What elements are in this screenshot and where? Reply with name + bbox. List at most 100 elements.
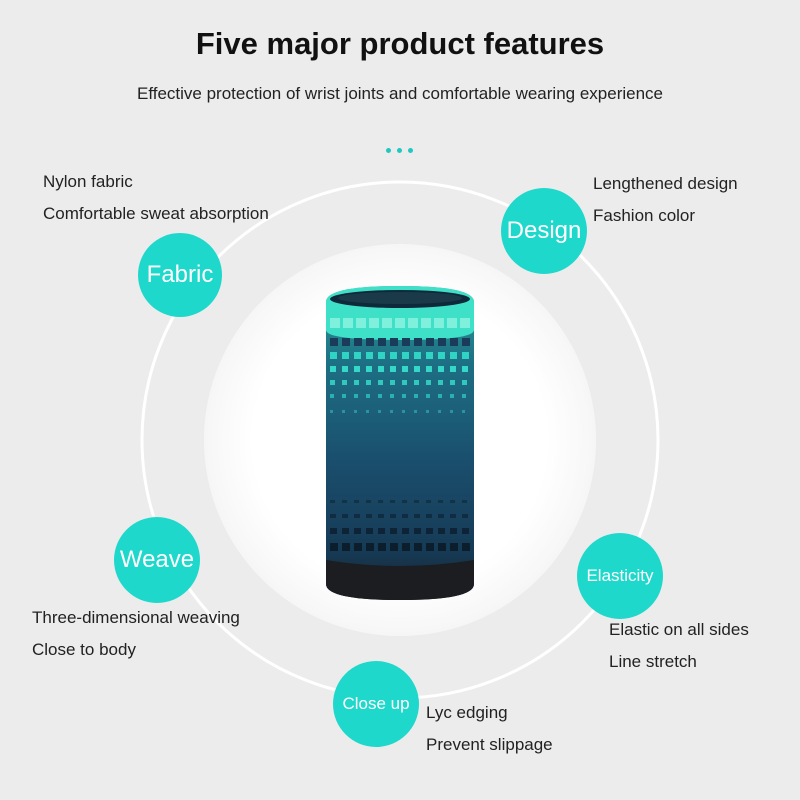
knit-pattern-cell [438,366,444,372]
knit-pattern-cell [378,366,384,372]
knit-pattern-cell [402,338,410,346]
knit-pattern-cell [434,318,444,328]
knit-pattern-cell [343,318,353,328]
knit-pattern-cell [390,500,395,503]
knit-pattern-cell [354,338,362,346]
weave-line-1: Three-dimensional weaving [32,608,240,627]
page-title: Five major product features [195,26,605,61]
knit-pattern-cell [402,366,408,372]
knit-pattern-cell [450,500,455,503]
knit-pattern-cell [342,410,345,413]
knit-pattern-cell [438,528,445,534]
knit-pattern-cell [330,514,336,518]
dot [386,148,391,153]
knit-pattern-cell [414,338,422,346]
knit-pattern-cell [354,528,361,534]
fabric-badge: Fabric [138,233,222,317]
knit-pattern-cell [354,366,360,372]
knit-pattern-cell [390,514,396,518]
knit-pattern-cell [378,528,385,534]
elasticity-description: Elastic on all sides Line stretch [609,614,749,678]
knit-pattern-cell [426,410,429,413]
knit-pattern-cell [414,366,420,372]
knit-pattern-cell [462,394,466,398]
knit-pattern-cell [450,528,457,534]
knit-pattern-cell [390,338,398,346]
knit-pattern-cell [330,338,338,346]
knit-pattern-cell [402,394,406,398]
knit-pattern-cell [354,514,360,518]
fabric-line-1: Nylon fabric [43,172,133,191]
knit-pattern-cell [354,380,359,385]
knit-pattern-cell [390,380,395,385]
knit-pattern-cell [426,500,431,503]
knit-pattern-cell [438,543,446,551]
knit-pattern-cell [330,543,338,551]
knit-pattern-cell [342,394,346,398]
knit-pattern-cell [366,500,371,503]
knit-pattern-cell [450,394,454,398]
knit-pattern-cell [366,352,373,359]
knit-pattern-cell [426,366,432,372]
knit-pattern-cell [408,318,418,328]
elasticity-line-1: Elastic on all sides [609,620,749,639]
knit-pattern-cell [366,514,372,518]
design-line-2: Fashion color [593,206,696,225]
knit-pattern-cell [450,380,455,385]
knit-pattern-cell [426,514,432,518]
knit-pattern-cell [462,410,465,413]
knit-pattern-cell [342,352,349,359]
knit-pattern-cell [462,338,470,346]
elasticity-line-2: Line stretch [609,652,697,671]
knit-pattern-cell [450,410,453,413]
knit-pattern-cell [438,338,446,346]
knit-pattern-cell [450,366,456,372]
knit-pattern-cell [402,352,409,359]
knit-pattern-cell [438,500,443,503]
knit-pattern-cell [438,394,442,398]
knit-pattern-cell [378,394,382,398]
dot [408,148,413,153]
wristband-image [326,286,474,600]
elasticity-badge: Elasticity [577,533,663,619]
knit-pattern-cell [354,410,357,413]
knit-pattern-cell [366,338,374,346]
knit-pattern-cell [402,500,407,503]
knit-pattern-cell [414,543,422,551]
knit-pattern-cell [414,410,417,413]
knit-pattern-cell [426,338,434,346]
knit-pattern-cell [402,380,407,385]
knit-pattern-cell [426,543,434,551]
knit-pattern-cell [342,338,350,346]
knit-pattern-cell [462,380,467,385]
knit-pattern-cell [378,514,384,518]
decorative-dots [384,148,416,154]
knit-pattern-cell [330,410,333,413]
knit-pattern-cell [330,366,336,372]
knit-pattern-cell [395,318,405,328]
knit-pattern-cell [382,318,392,328]
knit-pattern-cell [342,528,349,534]
knit-pattern-cell [402,543,410,551]
knit-pattern-cell [390,528,397,534]
knit-pattern-cell [414,528,421,534]
close-up-description: Lyc edging Prevent slippage [426,697,553,761]
knit-pattern-cell [414,394,418,398]
knit-pattern-cell [378,380,383,385]
knit-pattern-cell [342,543,350,551]
weave-badge: Weave [114,517,200,603]
knit-pattern-cell [330,318,340,328]
knit-pattern-cell [330,394,334,398]
knit-pattern-cell [402,514,408,518]
knit-pattern-cell [354,500,359,503]
knit-pattern-cell [426,394,430,398]
knit-pattern-cell [450,352,457,359]
close-up-badge: Close up [333,661,419,747]
knit-pattern-cell [438,352,445,359]
knit-pattern-cell [462,366,468,372]
knit-pattern-cell [462,514,468,518]
knit-pattern-cell [342,366,348,372]
knit-pattern-cell [462,543,470,551]
